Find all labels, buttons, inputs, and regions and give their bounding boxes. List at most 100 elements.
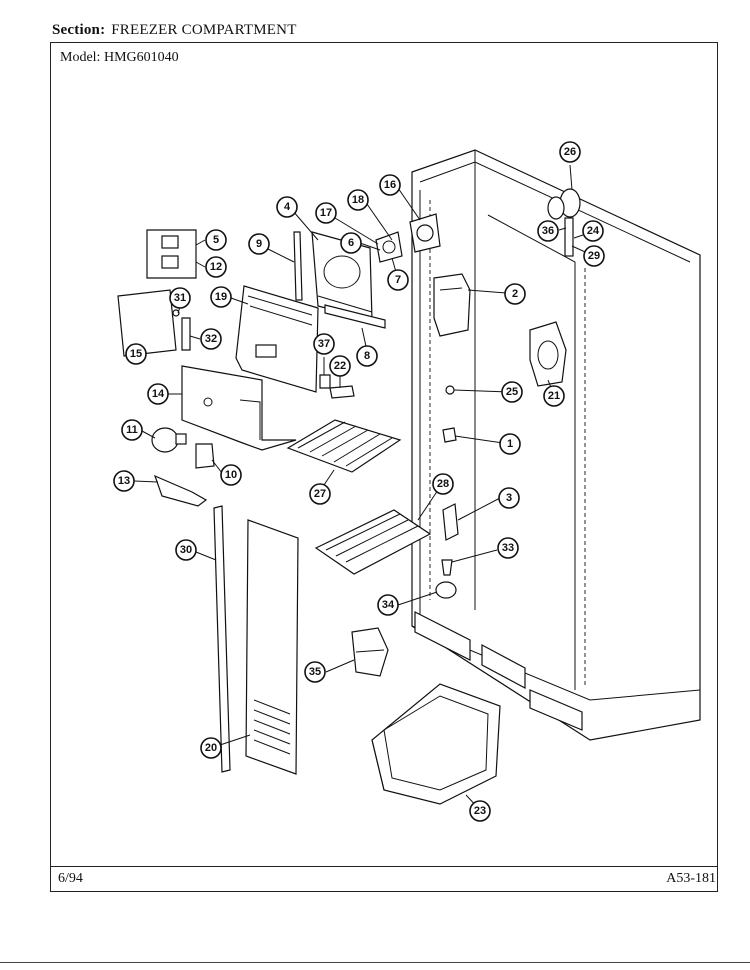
callout-24: 24	[582, 220, 604, 242]
callout-25: 25	[501, 381, 523, 403]
light-shield	[181, 365, 297, 451]
callout-9: 9	[248, 233, 270, 255]
callout-15: 15	[125, 343, 147, 365]
callout-16: 16	[379, 174, 401, 196]
callout-2: 2	[504, 283, 526, 305]
callout-20: 20	[200, 737, 222, 759]
model-label: Model:	[60, 50, 101, 65]
light-bulb-and-socket	[151, 427, 215, 469]
svg-text:4: 4	[284, 201, 291, 213]
callout-1: 1	[499, 433, 521, 455]
callout-10: 10	[220, 464, 242, 486]
callout-13: 13	[113, 470, 135, 492]
svg-text:16: 16	[384, 179, 396, 191]
air-duct	[235, 285, 319, 393]
callout-group: 1 2 3 4 5 6 7 8 9 10 11 12 13 14 15 16 1…	[113, 141, 605, 822]
callout-21: 21	[543, 385, 565, 407]
svg-text:17: 17	[320, 207, 332, 219]
svg-text:35: 35	[309, 666, 321, 678]
callout-32: 32	[200, 328, 222, 350]
section-label: Section:	[52, 22, 106, 38]
svg-text:6: 6	[348, 237, 354, 249]
svg-text:32: 32	[205, 333, 217, 345]
svg-text:14: 14	[152, 388, 165, 400]
part-33-screw	[441, 559, 453, 576]
evaporator-cover	[311, 231, 386, 329]
part-1-bracket	[442, 427, 457, 443]
rear-panel	[245, 519, 299, 775]
svg-text:30: 30	[180, 544, 192, 556]
footer-divider	[50, 866, 718, 867]
bracket-13	[153, 474, 208, 507]
hinge-bracket	[146, 229, 197, 279]
wire-shelf	[286, 419, 402, 473]
callout-12: 12	[205, 256, 227, 278]
light-housing	[529, 321, 567, 387]
fan-motor-assembly	[375, 213, 441, 263]
svg-text:8: 8	[364, 350, 370, 362]
svg-text:21: 21	[548, 390, 560, 402]
svg-text:27: 27	[314, 488, 326, 500]
callout-26: 26	[559, 141, 581, 163]
model-number: HMG601040	[103, 50, 179, 65]
part-34-grommet	[435, 581, 457, 599]
svg-text:2: 2	[512, 288, 518, 300]
diagram-frame	[50, 42, 718, 892]
callout-31: 31	[169, 287, 191, 309]
page-bottom-rule	[0, 962, 750, 963]
svg-text:12: 12	[210, 261, 222, 273]
model-line: Model: HMG601040	[60, 50, 179, 66]
callout-37: 37	[313, 333, 335, 355]
callout-34: 34	[377, 594, 399, 616]
svg-text:26: 26	[564, 146, 576, 158]
svg-text:18: 18	[352, 194, 364, 206]
callout-35: 35	[304, 661, 326, 683]
section-value: FREEZER COMPARTMENT	[111, 22, 297, 38]
part-22-bracket	[329, 385, 355, 399]
callout-4: 4	[276, 196, 298, 218]
control-panel-cover	[117, 289, 191, 357]
part-3-latch	[442, 503, 459, 541]
water-valve-assembly	[547, 188, 581, 257]
svg-text:13: 13	[118, 475, 130, 487]
svg-text:37: 37	[318, 338, 330, 350]
svg-text:19: 19	[215, 291, 227, 303]
document-id: A53-181	[666, 871, 716, 886]
svg-text:29: 29	[588, 250, 600, 262]
svg-text:31: 31	[174, 292, 186, 304]
revision-date: 6/94	[58, 871, 83, 886]
cabinet-liner	[411, 149, 701, 741]
part-37-clip	[319, 374, 331, 389]
svg-text:7: 7	[395, 274, 401, 286]
svg-text:10: 10	[225, 469, 237, 481]
callout-29: 29	[583, 245, 605, 267]
callout-14: 14	[147, 383, 169, 405]
callout-27: 27	[309, 483, 331, 505]
callout-28: 28	[432, 473, 454, 495]
callout-6: 6	[340, 232, 362, 254]
svg-text:1: 1	[507, 438, 513, 450]
drain-rod	[293, 231, 303, 301]
callout-30: 30	[175, 539, 197, 561]
auger-motor	[351, 627, 389, 677]
gasket-strip	[213, 505, 231, 773]
callout-7: 7	[387, 269, 409, 291]
svg-text:20: 20	[205, 742, 217, 754]
callout-3: 3	[498, 487, 520, 509]
callout-22: 22	[329, 355, 351, 377]
callout-19: 19	[210, 286, 232, 308]
callout-5: 5	[205, 229, 227, 251]
ice-tray-shelf	[314, 509, 432, 575]
callout-8: 8	[356, 345, 378, 367]
svg-text:11: 11	[126, 424, 138, 436]
svg-text:22: 22	[334, 360, 346, 372]
part-25-clip	[445, 385, 455, 395]
callout-18: 18	[347, 189, 369, 211]
callout-17: 17	[315, 202, 337, 224]
callout-36: 36	[537, 220, 559, 242]
svg-text:9: 9	[256, 238, 262, 250]
svg-text:33: 33	[502, 542, 514, 554]
section-header: Section: FREEZER COMPARTMENT	[52, 22, 297, 39]
svg-text:24: 24	[587, 225, 600, 237]
svg-text:36: 36	[542, 225, 554, 237]
